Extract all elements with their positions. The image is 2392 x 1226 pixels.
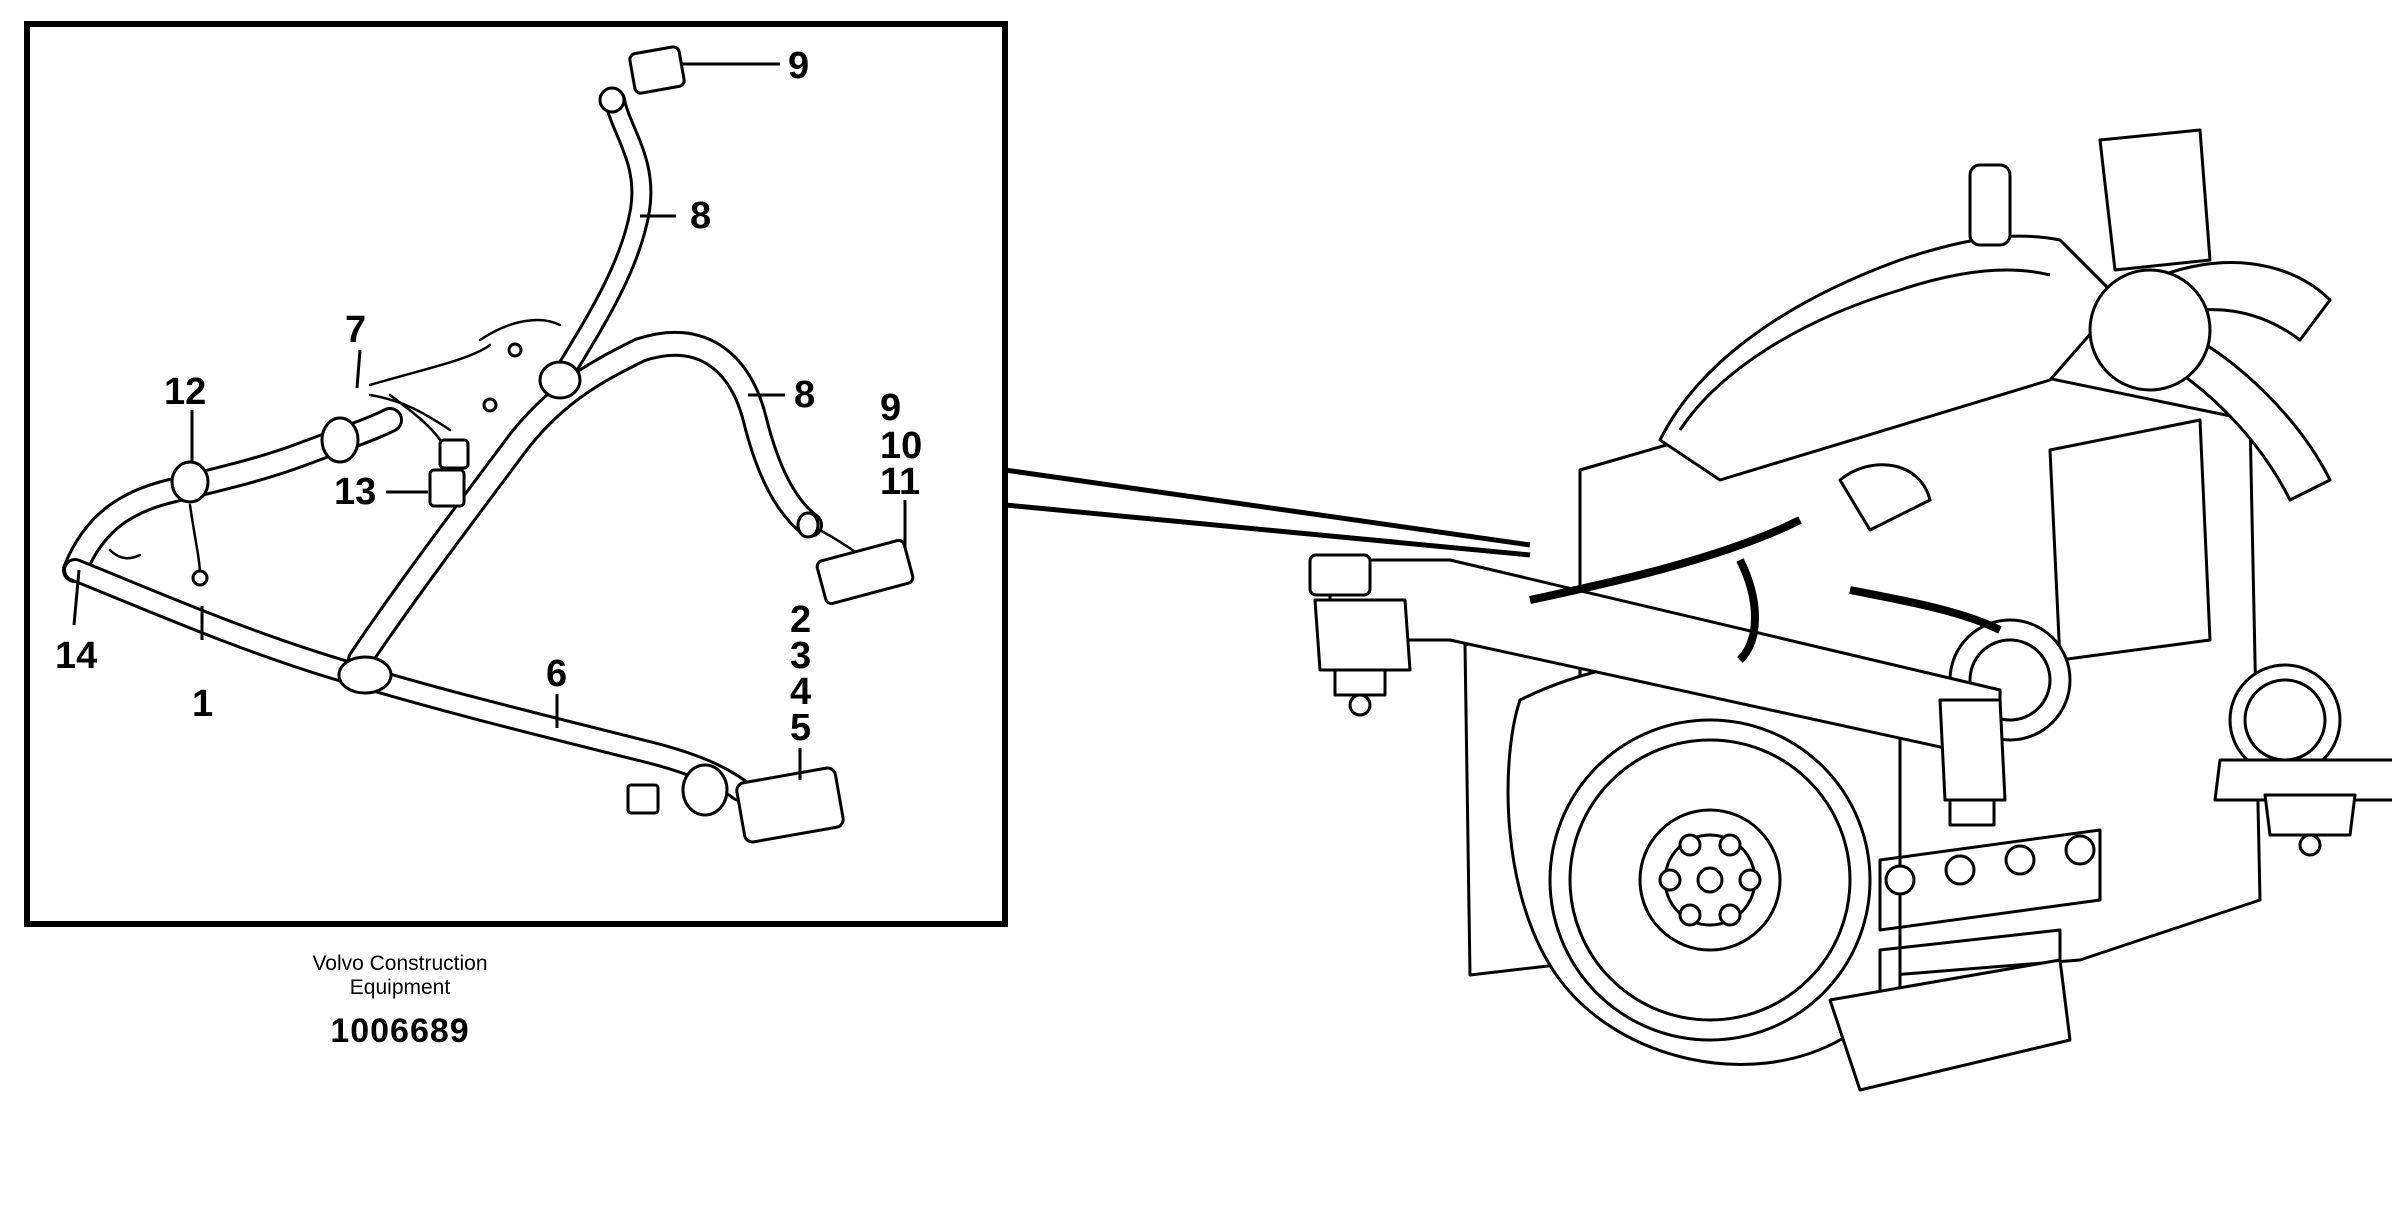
callout-9-group: 9 (880, 387, 901, 429)
detail-frame (24, 21, 1008, 927)
callouts: 9 8 7 12 8 9 10 11 13 14 1 6 2 3 4 5 (55, 45, 922, 749)
callout-12: 12 (164, 371, 206, 413)
callout-3: 3 (790, 635, 811, 677)
company-name-line2: Equipment (349, 976, 451, 999)
callout-7: 7 (345, 309, 366, 351)
callout-4: 4 (790, 671, 811, 713)
callout-9-top: 9 (788, 45, 809, 87)
company-name-line1: Volvo Construction (312, 952, 488, 975)
callout-8-upper: 8 (690, 195, 711, 237)
zoom-pointer (1004, 467, 1531, 558)
callout-14: 14 (55, 635, 97, 677)
callout-13: 13 (334, 471, 376, 513)
callout-10: 10 (880, 425, 922, 467)
part-number: 1006689 (330, 1012, 470, 1050)
leader-lines (72, 62, 907, 780)
callout-6: 6 (546, 653, 567, 695)
callout-2: 2 (790, 599, 811, 641)
callout-5: 5 (790, 707, 811, 749)
callout-8-right: 8 (794, 374, 815, 416)
callout-11: 11 (880, 461, 920, 503)
engine-illustration (1308, 128, 2392, 1092)
wiring-harness (62, 45, 915, 844)
callout-1: 1 (192, 683, 213, 725)
company-caption: Volvo Construction Equipment (190, 952, 610, 1000)
